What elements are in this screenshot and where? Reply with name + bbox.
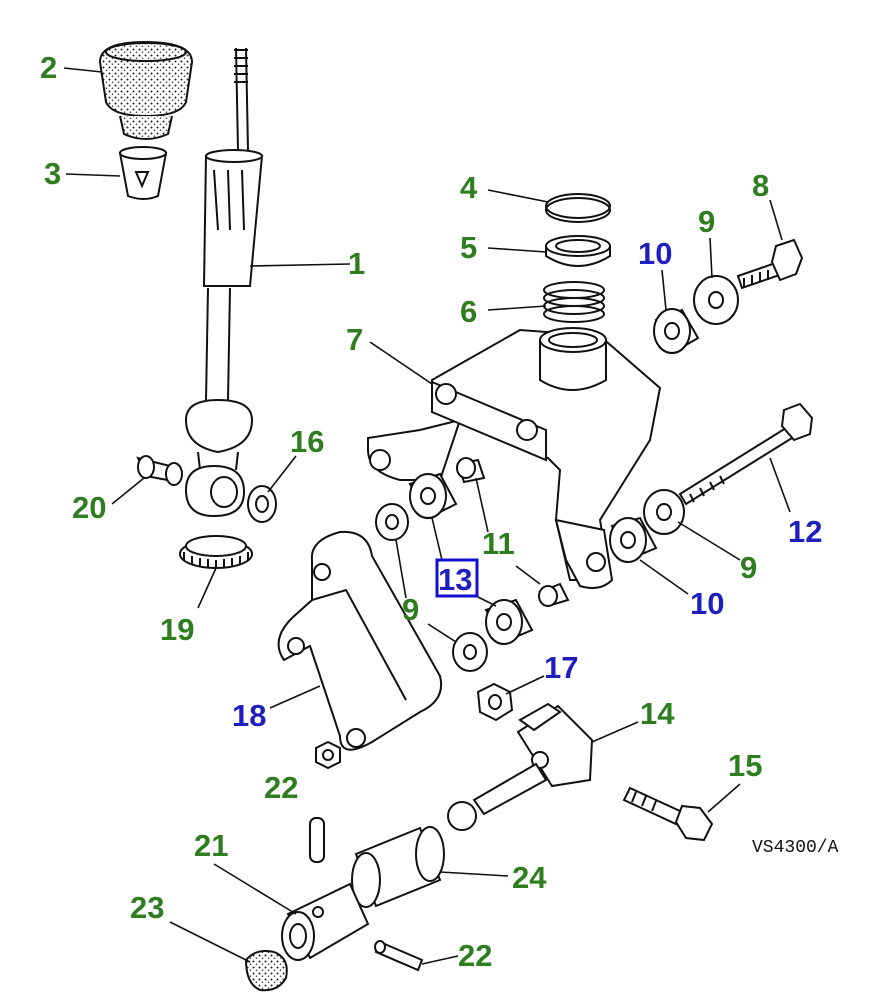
callout-18: 18 xyxy=(232,698,266,733)
pin-22-lower[interactable] xyxy=(374,940,424,972)
bush-10-lower[interactable] xyxy=(609,516,658,563)
bush-11-upper[interactable] xyxy=(456,457,486,484)
selector-yoke[interactable] xyxy=(447,702,594,831)
bolt-15[interactable] xyxy=(622,786,714,842)
bush-20[interactable] xyxy=(136,455,183,486)
nut-17[interactable] xyxy=(476,682,514,722)
leader-lines xyxy=(63,67,791,965)
spring[interactable] xyxy=(543,281,605,323)
callout-19: 19 xyxy=(160,612,194,647)
callout-6: 6 xyxy=(460,294,477,329)
callout-4: 4 xyxy=(460,170,478,205)
washer-9-left-lower[interactable] xyxy=(452,632,488,672)
plug-23[interactable] xyxy=(244,950,288,992)
knurled-ring[interactable] xyxy=(179,535,253,569)
callout-16: 16 xyxy=(290,424,324,459)
callout-21: 21 xyxy=(194,828,228,863)
callout-22-lower: 22 xyxy=(458,938,492,973)
callout-9-right: 9 xyxy=(740,550,757,585)
washer-9-right[interactable] xyxy=(643,489,685,535)
callout-2: 2 xyxy=(40,50,57,85)
callout-11: 11 xyxy=(482,526,515,561)
callout-7: 7 xyxy=(346,322,363,357)
gear-lever[interactable] xyxy=(184,47,264,518)
washer-9-upper[interactable] xyxy=(693,275,739,325)
small-nut[interactable] xyxy=(315,740,341,770)
bush-13-lower[interactable] xyxy=(484,598,534,645)
callout-8: 8 xyxy=(752,168,769,203)
gear-knob[interactable] xyxy=(98,40,194,140)
drawing-code: VS4300/A xyxy=(752,838,839,858)
callout-10-upper: 10 xyxy=(638,236,672,271)
callout-5: 5 xyxy=(460,230,477,265)
callout-10-lower: 10 xyxy=(690,586,724,621)
callout-22-upper: 22 xyxy=(264,770,298,805)
callout-20: 20 xyxy=(72,490,106,525)
pin-22-upper[interactable] xyxy=(309,817,325,863)
callout-17: 17 xyxy=(544,650,578,685)
washer-16[interactable] xyxy=(247,485,277,523)
circlip[interactable] xyxy=(545,193,611,223)
coupling-21[interactable] xyxy=(281,882,370,961)
callout-24: 24 xyxy=(512,860,547,895)
callout-9-upper: 9 xyxy=(698,204,715,239)
lever-housing-bracket[interactable] xyxy=(367,327,662,589)
bolt-8[interactable] xyxy=(736,238,804,290)
bush-10-upper[interactable] xyxy=(653,308,700,354)
lower-bracket[interactable] xyxy=(277,530,442,751)
callout-14: 14 xyxy=(640,696,675,731)
callout-1: 1 xyxy=(348,246,365,281)
long-bolt-12[interactable] xyxy=(678,402,814,506)
callout-23: 23 xyxy=(130,890,164,925)
sleeve-24[interactable] xyxy=(351,826,445,908)
bush-11-lower[interactable] xyxy=(538,582,570,608)
callout-13: 13 xyxy=(438,562,472,597)
washer-9-left-upper[interactable] xyxy=(375,503,409,541)
callout-3: 3 xyxy=(44,156,61,191)
callout-15: 15 xyxy=(728,748,762,783)
callout-13-highlight xyxy=(435,558,479,598)
callout-9-left: 9 xyxy=(402,592,419,627)
callout-12: 12 xyxy=(788,514,822,549)
callout-labels: 1 2 3 4 5 6 7 8 9 10 16 20 11 12 9 13 10… xyxy=(40,50,822,973)
knob-bush[interactable] xyxy=(118,146,168,200)
ring-5[interactable] xyxy=(545,235,611,267)
bush-13-upper[interactable] xyxy=(408,472,458,520)
